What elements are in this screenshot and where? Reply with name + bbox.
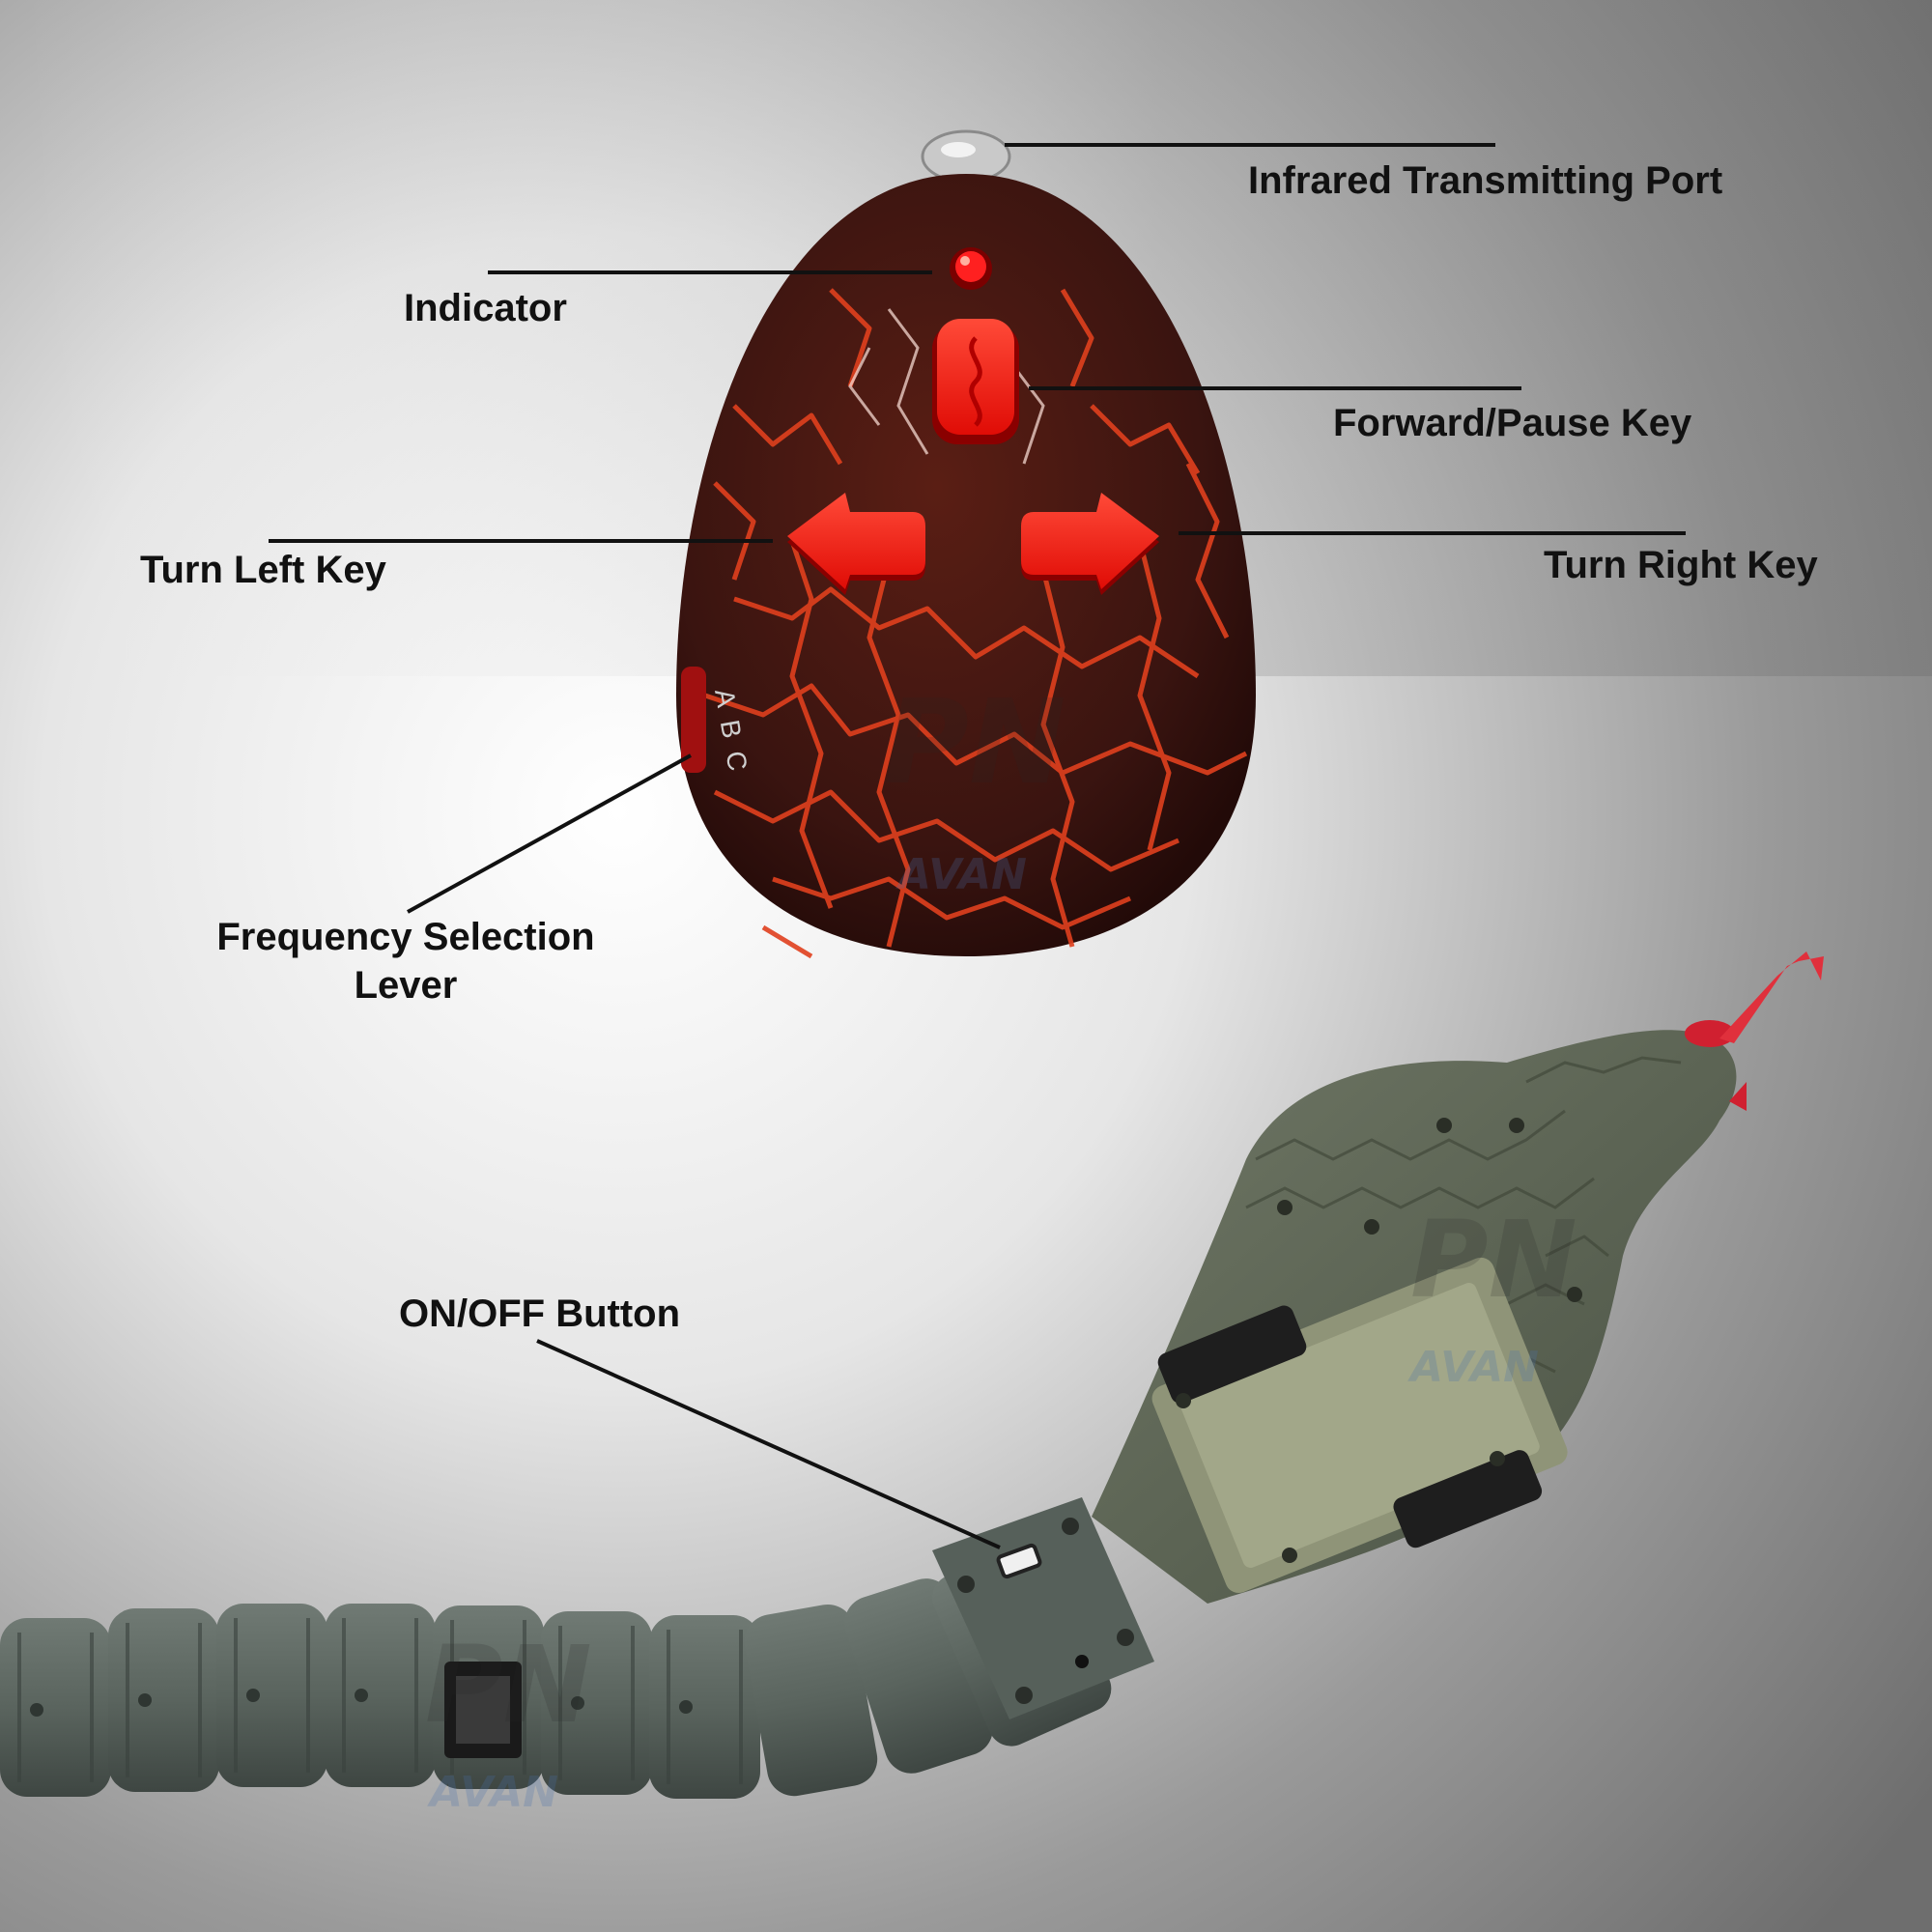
turn-left-key[interactable] (787, 493, 925, 595)
snake-head (1092, 952, 1824, 1604)
crack-pattern (704, 288, 1248, 959)
watermark-brand-remote: AVAN (898, 850, 1028, 899)
watermark-logo-body: PN (425, 1623, 592, 1747)
forward-pause-key[interactable] (932, 319, 1019, 444)
watermark-brand-snake: AVAN (1410, 1343, 1540, 1392)
watermark-logo-remote: PN (884, 676, 1066, 810)
snake-body (0, 1540, 1112, 1799)
wave-icon (969, 336, 982, 427)
label-indicator: Indicator (404, 287, 567, 329)
on-off-switch[interactable] (996, 1543, 1042, 1579)
leader-lines (269, 143, 1686, 1549)
leader-frequency (407, 753, 692, 914)
leader-on-off (536, 1339, 1001, 1549)
label-turn-right-key: Turn Right Key (1544, 544, 1818, 586)
turn-right-key[interactable] (1021, 493, 1159, 595)
watermark-brand-body: AVAN (430, 1768, 559, 1817)
frequency-selection-lever[interactable]: ABC (681, 667, 755, 786)
crack-highlights (848, 308, 1045, 465)
rc-snake (0, 952, 1824, 1799)
label-frequency-line1: Frequency Selection (216, 916, 595, 958)
watermark-logo-snake: PN (1410, 1198, 1577, 1321)
label-on-off-button: ON/OFF Button (399, 1293, 681, 1335)
label-forward-pause-key: Forward/Pause Key (1333, 402, 1692, 444)
label-frequency-selection-lever: Frequency Selection Lever (203, 913, 609, 1009)
label-frequency-line2: Lever (354, 964, 458, 1007)
snake-tongue (1719, 952, 1824, 1043)
remote-control: ABC (676, 129, 1256, 959)
label-turn-left-key: Turn Left Key (140, 549, 386, 591)
snake-neck (932, 1497, 1154, 1719)
indicator-led (950, 247, 992, 290)
label-infrared-transmitting-port: Infrared Transmitting Port (1248, 159, 1723, 202)
